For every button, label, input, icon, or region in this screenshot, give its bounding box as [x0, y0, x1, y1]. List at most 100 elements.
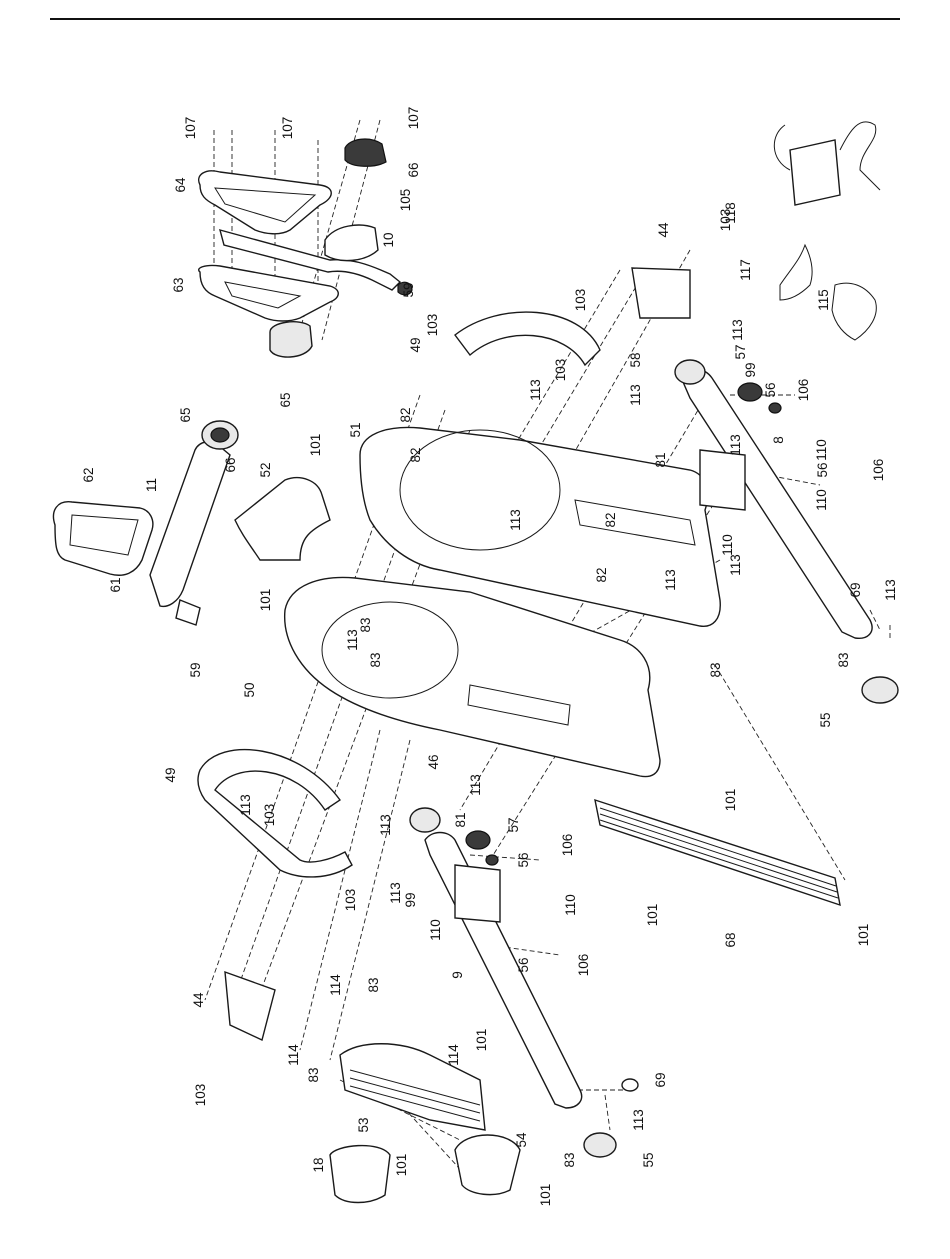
- callout-label-110: 110: [563, 894, 578, 916]
- callout-label-106: 106: [560, 834, 575, 857]
- callout-label-57: 57: [733, 344, 748, 359]
- callout-label-101: 101: [856, 924, 871, 947]
- callout-label-66: 66: [406, 162, 421, 177]
- callout-label-56: 56: [516, 852, 531, 867]
- callout-label-117: 117: [738, 259, 753, 281]
- callout-label-51: 51: [348, 422, 363, 437]
- callout-label-55: 55: [818, 712, 833, 727]
- callout-label-110: 110: [814, 489, 829, 511]
- part-64-console-frame: [198, 170, 332, 235]
- callout-label-69: 69: [653, 1072, 668, 1087]
- part-63-handle-cover: [198, 264, 339, 322]
- part-58-end: [674, 359, 706, 385]
- part-53-rear-base: [339, 1043, 486, 1131]
- callout-label-61: 61: [108, 577, 123, 592]
- callout-label-62: 62: [81, 467, 96, 482]
- callout-label-83: 83: [366, 977, 381, 992]
- callout-label-44: 44: [191, 992, 206, 1008]
- callout-label-53: 53: [356, 1117, 371, 1132]
- callout-label-82: 82: [594, 567, 609, 582]
- callout-label-49: 49: [163, 767, 178, 782]
- callout-label-101: 101: [538, 1184, 553, 1207]
- callout-label-81: 81: [453, 812, 468, 827]
- callout-label-103: 103: [718, 209, 733, 232]
- part-50-left-shield: [283, 576, 661, 778]
- cable-117: [779, 243, 813, 301]
- callout-label-103: 103: [343, 889, 358, 912]
- part-66-clamp: [344, 138, 387, 167]
- callout-label-101: 101: [474, 1029, 489, 1052]
- callout-label-110: 110: [720, 534, 735, 556]
- callout-label-113: 113: [628, 384, 643, 406]
- callout-label-59: 59: [401, 282, 416, 297]
- callout-label-65: 65: [278, 392, 293, 407]
- part-44-pedal-lower: [224, 970, 276, 1041]
- callout-label-103: 103: [193, 1084, 208, 1107]
- callout-label-113: 113: [631, 1109, 646, 1131]
- part-61-handle-grip: [52, 501, 154, 576]
- callout-label-11: 11: [144, 478, 159, 492]
- handlebar-assembly: [198, 138, 413, 358]
- callout-label-113: 113: [508, 509, 523, 531]
- callout-label-9: 9: [450, 971, 465, 979]
- part-57-wheel: [737, 382, 763, 402]
- callout-label-49: 49: [408, 337, 423, 352]
- callout-label-107: 107: [183, 117, 198, 140]
- callout-label-44: 44: [656, 222, 671, 238]
- callout-label-83: 83: [306, 1067, 321, 1082]
- part-9-lower-rail: [409, 807, 639, 1158]
- upright-assembly: [52, 420, 239, 626]
- callout-label-114: 114: [446, 1044, 461, 1066]
- callout-label-59: 59: [188, 662, 203, 677]
- callout-label-101: 101: [308, 434, 323, 457]
- part-18-wheel-cover: [329, 1144, 391, 1204]
- callout-label-113: 113: [238, 794, 253, 816]
- part-51-right-shield: [359, 426, 721, 627]
- callout-label-82: 82: [408, 447, 423, 462]
- callout-label-56: 56: [763, 382, 778, 397]
- callout-label-56: 56: [516, 957, 531, 972]
- part-62-grip-insert: [69, 514, 139, 556]
- callout-label-113: 113: [345, 629, 360, 651]
- callout-label-113: 113: [388, 882, 403, 904]
- callout-label-10: 10: [381, 232, 396, 247]
- callout-label-115: 115: [816, 289, 831, 311]
- callout-label-68: 68: [723, 932, 738, 947]
- callout-label-106: 106: [576, 954, 591, 977]
- part-11-upright-tube: [149, 441, 231, 608]
- callout-label-101: 101: [394, 1154, 409, 1177]
- callout-label-55: 55: [641, 1152, 656, 1167]
- callout-label-46: 46: [426, 754, 441, 769]
- part-68-stabilizer: [594, 798, 841, 907]
- callout-label-83: 83: [836, 652, 851, 667]
- callout-label-110: 110: [428, 919, 443, 941]
- callout-label-105: 105: [398, 189, 413, 212]
- callout-label-99: 99: [743, 362, 758, 377]
- cable-115: [831, 282, 877, 341]
- callout-label-50: 50: [242, 682, 257, 697]
- callout-label-83: 83: [562, 1152, 577, 1167]
- callout-label-66: 66: [223, 457, 238, 472]
- callout-label-110: 110: [814, 439, 829, 461]
- callout-label-103: 103: [425, 314, 440, 337]
- callout-label-81: 81: [653, 452, 668, 467]
- callout-label-101: 101: [258, 589, 273, 612]
- callout-label-57: 57: [506, 817, 521, 832]
- part-56-bushing: [768, 402, 782, 414]
- callout-label-65: 65: [178, 407, 193, 422]
- part-69-cap: [621, 1078, 639, 1092]
- callout-label-99: 99: [403, 892, 418, 907]
- callout-label-8: 8: [771, 436, 786, 444]
- part-57-wheel-lower: [465, 830, 491, 850]
- part-55-foot-lower: [583, 1132, 617, 1158]
- callout-label-83: 83: [708, 662, 723, 677]
- callout-label-64: 64: [173, 177, 188, 193]
- callout-label-107: 107: [406, 107, 421, 130]
- callout-label-103: 103: [262, 804, 277, 827]
- callout-label-52: 52: [258, 462, 273, 477]
- callout-label-107: 107: [280, 117, 295, 140]
- callout-label-106: 106: [871, 459, 886, 482]
- header-rule: [50, 18, 900, 20]
- callout-label-118: 118: [723, 202, 738, 224]
